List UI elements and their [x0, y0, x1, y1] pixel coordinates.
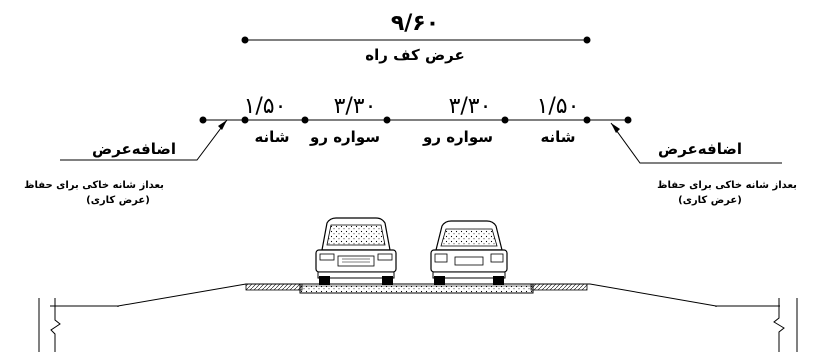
dimension-dot	[241, 36, 249, 44]
dimension-dot	[583, 36, 591, 44]
left-note-line1: بعداز شانه خاکی برای حفاظ	[24, 180, 164, 191]
segment-label: شانه	[254, 128, 289, 146]
car-front-icon	[315, 217, 397, 285]
right-note-title: اضافه‌عرض	[658, 140, 742, 158]
segment-value: ۱/۵۰	[537, 94, 580, 119]
segment-value: ۳/۳۰	[449, 94, 492, 119]
dimension-dot	[624, 116, 632, 124]
right-note: اضافه‌عرض بعداز شانه خاکی برای حفاظ (عرض…	[610, 122, 797, 206]
pavement	[245, 283, 588, 294]
dimension-dot	[501, 116, 509, 124]
right-shoulder-hatch	[530, 283, 588, 291]
top-dimension-value: ۹/۶۰	[391, 11, 439, 36]
left-shoulder-hatch	[245, 283, 303, 291]
right-note-line1: بعداز شانه خاکی برای حفاظ	[657, 180, 797, 191]
break-line-right	[773, 298, 798, 352]
left-note-title: اضافه‌عرض	[92, 140, 176, 158]
arrow-icon	[611, 123, 620, 133]
arrow-icon	[218, 120, 227, 130]
segment-label: سواره رو	[309, 128, 380, 146]
dimension-dot	[301, 116, 309, 124]
top-dimension: ۹/۶۰ عرض کف راه	[241, 11, 591, 64]
segment-dimension: ۱/۵۰ ۳/۳۰ ۳/۳۰ ۱/۵۰ شانه سواره رو سواره …	[199, 94, 632, 146]
left-note: اضافه‌عرض بعداز شانه خاکی برای حفاظ (عرض…	[24, 119, 228, 206]
segment-value: ۱/۵۰	[244, 94, 287, 119]
segment-label: سواره رو	[422, 128, 493, 146]
dimension-dot	[383, 116, 391, 124]
top-dimension-label: عرض کف راه	[365, 46, 464, 64]
pavement-layer	[299, 283, 534, 294]
left-note-line2: (عرض کاری)	[86, 195, 150, 206]
segment-label: شانه	[540, 128, 575, 146]
segment-value: ۳/۳۰	[334, 94, 377, 119]
ground-profile	[50, 283, 780, 307]
right-note-line2: (عرض کاری)	[678, 195, 742, 206]
dimension-dot	[583, 116, 591, 124]
car-rear-icon	[430, 220, 508, 285]
dimension-dot	[199, 116, 207, 124]
dimension-dot	[241, 116, 249, 124]
break-line-left	[38, 298, 61, 352]
